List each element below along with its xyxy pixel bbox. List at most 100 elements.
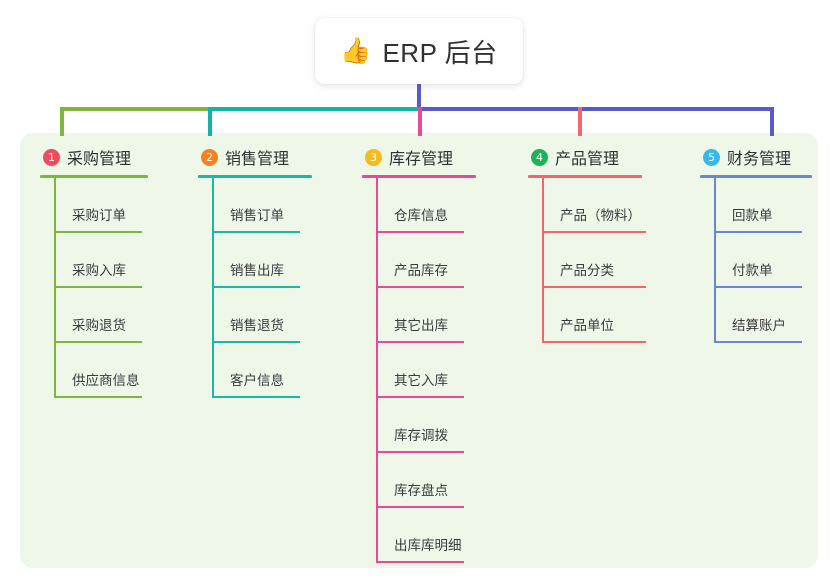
branch-header-5[interactable]: 5 财务管理 [700, 145, 839, 169]
branch-trunk-4 [542, 178, 544, 343]
branch-badge-1: 1 [43, 148, 60, 166]
leaf-rule [714, 231, 802, 233]
leaf-rule [376, 451, 464, 453]
list-item[interactable]: 供应商信息 [54, 343, 190, 398]
branch-header-rule-5 [700, 175, 812, 178]
thumbs-up-icon: 👍 [340, 36, 372, 65]
leaf-rule [542, 286, 646, 288]
leaf-rule [54, 286, 142, 288]
root-node-card[interactable]: 👍 ERP 后台 [315, 18, 523, 84]
list-item[interactable]: 库存盘点 [376, 453, 512, 508]
branch-trunk-5 [714, 178, 716, 343]
list-item[interactable]: 采购订单 [54, 178, 190, 233]
connector-bar-segment-2 [208, 107, 418, 111]
branch-title-2: 销售管理 [225, 151, 290, 168]
list-item[interactable]: 采购入库 [54, 233, 190, 288]
list-item[interactable]: 库存调拨 [376, 398, 512, 453]
list-item[interactable]: 结算账户 [714, 288, 839, 343]
leaf-label: 仓库信息 [394, 208, 448, 223]
branch-items-4: 产品（物料） 产品分类 产品单位 [542, 178, 688, 343]
connector-drop-2 [208, 107, 212, 136]
leaf-rule [212, 231, 300, 233]
leaf-label: 产品分类 [560, 263, 614, 278]
branch-header-rule-1 [40, 175, 148, 178]
branch-header-1[interactable]: 1 采购管理 [40, 145, 190, 169]
leaf-rule [212, 286, 300, 288]
leaf-rule [376, 561, 464, 563]
list-item[interactable]: 采购退货 [54, 288, 190, 343]
list-item[interactable]: 销售退货 [212, 288, 348, 343]
branch-trunk-2 [212, 178, 214, 398]
connector-drop-3 [418, 107, 422, 136]
connector-bar-segment-3 [418, 107, 774, 111]
list-item[interactable]: 销售订单 [212, 178, 348, 233]
branch-column-sales: 2 销售管理 销售订单 销售出库 销售退货 客户信息 [198, 145, 348, 398]
leaf-rule [714, 286, 802, 288]
branch-header-4[interactable]: 4 产品管理 [528, 145, 688, 169]
leaf-label: 库存盘点 [394, 483, 448, 498]
leaf-label: 结算账户 [732, 318, 786, 333]
leaf-label: 其它出库 [394, 318, 448, 333]
branch-items-3: 仓库信息 产品库存 其它出库 其它入库 库存调拨 库存盘点 出库库明细 [376, 178, 512, 563]
leaf-rule [714, 341, 802, 343]
list-item[interactable]: 产品库存 [376, 233, 512, 288]
list-item[interactable]: 客户信息 [212, 343, 348, 398]
branch-trunk-3 [376, 178, 378, 563]
leaf-label: 产品（物料） [560, 208, 641, 223]
diagram-background-panel [20, 133, 818, 568]
branch-header-3[interactable]: 3 库存管理 [362, 145, 512, 169]
leaf-rule [212, 341, 300, 343]
branch-column-purchasing: 1 采购管理 采购订单 采购入库 采购退货 供应商信息 [40, 145, 190, 398]
list-item[interactable]: 产品单位 [542, 288, 688, 343]
branch-items-1: 采购订单 采购入库 采购退货 供应商信息 [54, 178, 190, 398]
list-item[interactable]: 其它入库 [376, 343, 512, 398]
branch-header-2[interactable]: 2 销售管理 [198, 145, 348, 169]
branch-column-inventory: 3 库存管理 仓库信息 产品库存 其它出库 其它入库 库存调拨 库存盘点 [362, 145, 512, 563]
branch-trunk-1 [54, 178, 56, 398]
branch-badge-2: 2 [201, 148, 218, 166]
branch-badge-4: 4 [531, 148, 548, 166]
leaf-rule [212, 396, 300, 398]
leaf-label: 付款单 [732, 263, 773, 278]
leaf-label: 产品库存 [394, 263, 448, 278]
leaf-rule [376, 286, 464, 288]
leaf-label: 采购退货 [72, 318, 126, 333]
branch-header-rule-2 [198, 175, 312, 178]
list-item[interactable]: 销售出库 [212, 233, 348, 288]
leaf-label: 其它入库 [394, 373, 448, 388]
branch-items-2: 销售订单 销售出库 销售退货 客户信息 [212, 178, 348, 398]
root-title: ERP 后台 [382, 37, 498, 68]
connector-bar-segment-1 [60, 107, 208, 111]
list-item[interactable]: 回款单 [714, 178, 839, 233]
branch-header-rule-4 [528, 175, 642, 178]
leaf-label: 回款单 [732, 208, 773, 223]
leaf-label: 客户信息 [230, 373, 284, 388]
leaf-label: 销售出库 [230, 263, 284, 278]
leaf-rule [54, 231, 142, 233]
leaf-rule [376, 231, 464, 233]
connector-drop-5 [770, 107, 774, 136]
leaf-label: 采购订单 [72, 208, 126, 223]
leaf-rule [54, 341, 142, 343]
list-item[interactable]: 仓库信息 [376, 178, 512, 233]
branch-title-1: 采购管理 [67, 151, 132, 168]
list-item[interactable]: 产品分类 [542, 233, 688, 288]
leaf-label: 销售退货 [230, 318, 284, 333]
branch-title-4: 产品管理 [555, 151, 620, 168]
leaf-label: 采购入库 [72, 263, 126, 278]
list-item[interactable]: 出库库明细 [376, 508, 512, 563]
list-item[interactable]: 产品（物料） [542, 178, 688, 233]
connector-drop-1 [60, 107, 64, 136]
leaf-label: 库存调拨 [394, 428, 448, 443]
branch-title-5: 财务管理 [727, 151, 792, 168]
leaf-rule [376, 506, 464, 508]
leaf-rule [376, 341, 464, 343]
branch-header-rule-3 [362, 175, 476, 178]
branch-badge-5: 5 [703, 148, 720, 166]
branch-title-3: 库存管理 [389, 151, 454, 168]
connector-drop-4 [578, 107, 582, 136]
leaf-rule [542, 231, 646, 233]
list-item[interactable]: 其它出库 [376, 288, 512, 343]
leaf-rule [376, 396, 464, 398]
list-item[interactable]: 付款单 [714, 233, 839, 288]
